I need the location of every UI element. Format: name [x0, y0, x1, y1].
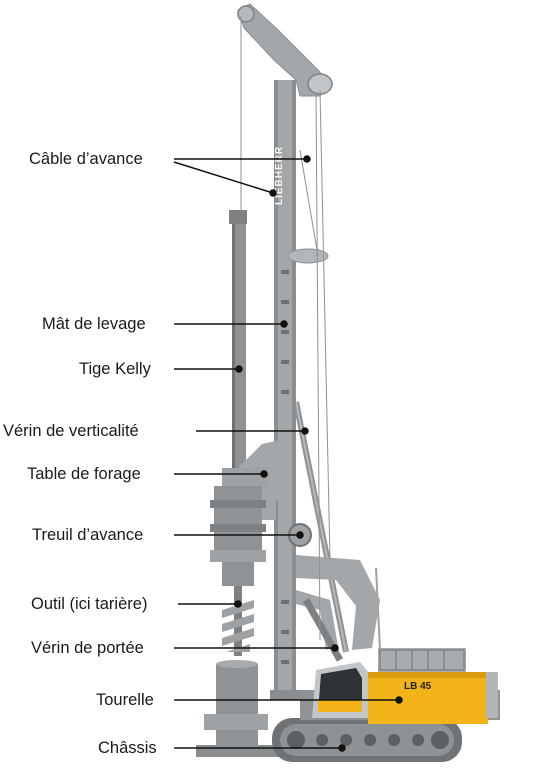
label-tige-kelly: Tige Kelly: [79, 359, 151, 379]
label-verin-verticalite: Vérin de verticalité: [3, 421, 139, 441]
label-verin-portee: Vérin de portée: [31, 638, 144, 658]
kelly-bar: [229, 210, 247, 469]
crawler-chassis: [272, 718, 462, 762]
casing: [204, 660, 268, 750]
mid-sheave: [288, 249, 328, 263]
label-mat-levage: Mât de levage: [42, 314, 146, 334]
leader-line-cable-avance-b: [174, 162, 273, 193]
model-badge: LB 45: [404, 681, 432, 692]
leader-dot-cable-avance-a: [304, 156, 310, 162]
label-table-forage: Table de forage: [27, 464, 141, 484]
cabin: [312, 662, 368, 718]
mast-logo: LIEBHERR: [274, 146, 285, 205]
label-treuil-avance: Treuil d’avance: [32, 525, 143, 545]
leader-dot-mat-levage: [281, 321, 287, 327]
leader-dot-chassis: [339, 745, 345, 751]
leader-dot-treuil-avance: [297, 532, 303, 538]
label-tourelle: Tourelle: [96, 690, 154, 710]
leader-dot-outil: [235, 601, 241, 607]
leader-dot-verin-verticalite: [302, 428, 308, 434]
label-cable-avance: Câble d’avance: [29, 149, 143, 169]
leader-dot-tige-kelly: [236, 366, 242, 372]
mast: LIEBHERR: [270, 80, 300, 700]
leader-dot-verin-portee: [332, 645, 338, 651]
auger-tool: [222, 586, 254, 656]
leader-dot-cable-avance-b: [270, 190, 276, 196]
label-chassis: Châssis: [98, 738, 157, 758]
label-outil: Outil (ici tarière): [31, 594, 147, 614]
leader-dot-table-forage: [261, 471, 267, 477]
leader-dot-tourelle: [396, 697, 402, 703]
